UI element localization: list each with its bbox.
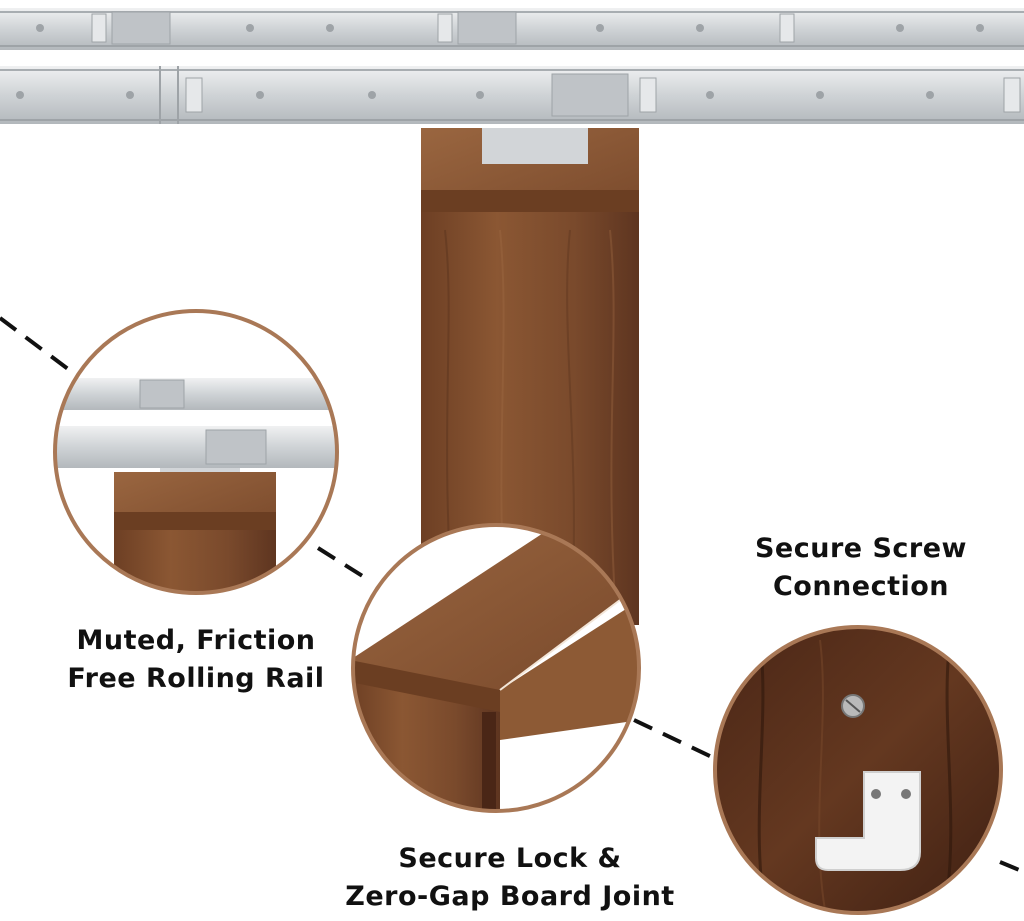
inset-board-joint (351, 523, 641, 813)
callout-board-joint-line1: Secure Lock & (398, 843, 622, 874)
callout-rolling-rail: Muted, Friction Free Rolling Rail (40, 622, 352, 698)
callout-board-joint: Secure Lock & Zero-Gap Board Joint (330, 840, 690, 916)
dashed-connectors (0, 316, 1024, 874)
callout-rolling-rail-line1: Muted, Friction (76, 625, 316, 656)
callout-screw-connection: Secure Screw Connection (716, 530, 1006, 606)
callout-board-joint-line2: Zero-Gap Board Joint (345, 881, 675, 912)
inset-rolling-rail (53, 309, 339, 595)
inset-screw-connection (713, 625, 1003, 915)
callout-screw-connection-line1: Secure Screw (754, 533, 968, 564)
slide-rail-upper (0, 8, 1024, 50)
callout-rolling-rail-line2: Free Rolling Rail (67, 663, 325, 694)
slide-rail-lower (0, 66, 1024, 124)
callout-screw-connection-line2: Connection (772, 571, 950, 602)
